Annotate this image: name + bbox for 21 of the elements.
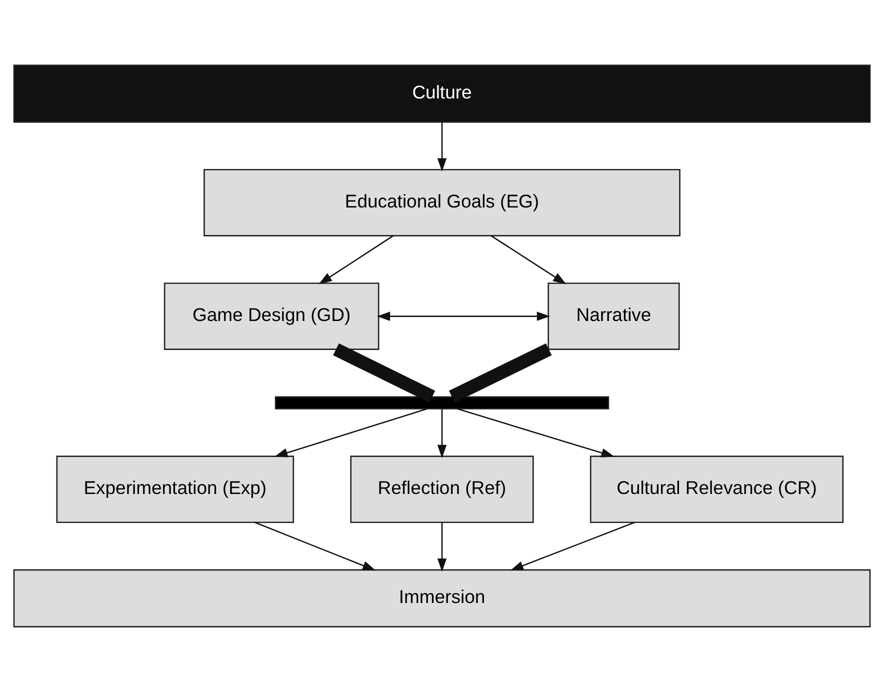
node-box: Culture bbox=[13, 64, 871, 123]
node-bar bbox=[274, 396, 610, 410]
arrow bbox=[437, 122, 447, 172]
arrow bbox=[318, 235, 394, 284]
connector bbox=[333, 343, 436, 403]
node-box: Game Design (GD) bbox=[164, 282, 380, 350]
arrow bbox=[376, 312, 550, 321]
connector bbox=[448, 343, 552, 403]
node-box: Experimentation (Exp) bbox=[56, 456, 294, 524]
arrow bbox=[456, 408, 615, 458]
arrow bbox=[490, 235, 566, 284]
arrow bbox=[510, 522, 635, 571]
arrow bbox=[274, 408, 428, 458]
arrow bbox=[437, 522, 447, 572]
arrow bbox=[437, 409, 447, 458]
node-box: Immersion bbox=[13, 569, 871, 628]
node-box: Narrative bbox=[548, 282, 680, 350]
node-box: Cultural Relevance (CR) bbox=[590, 456, 844, 524]
arrow bbox=[254, 522, 376, 571]
node-box: Reflection (Ref) bbox=[350, 456, 534, 524]
node-box: Educational Goals (EG) bbox=[204, 168, 680, 236]
